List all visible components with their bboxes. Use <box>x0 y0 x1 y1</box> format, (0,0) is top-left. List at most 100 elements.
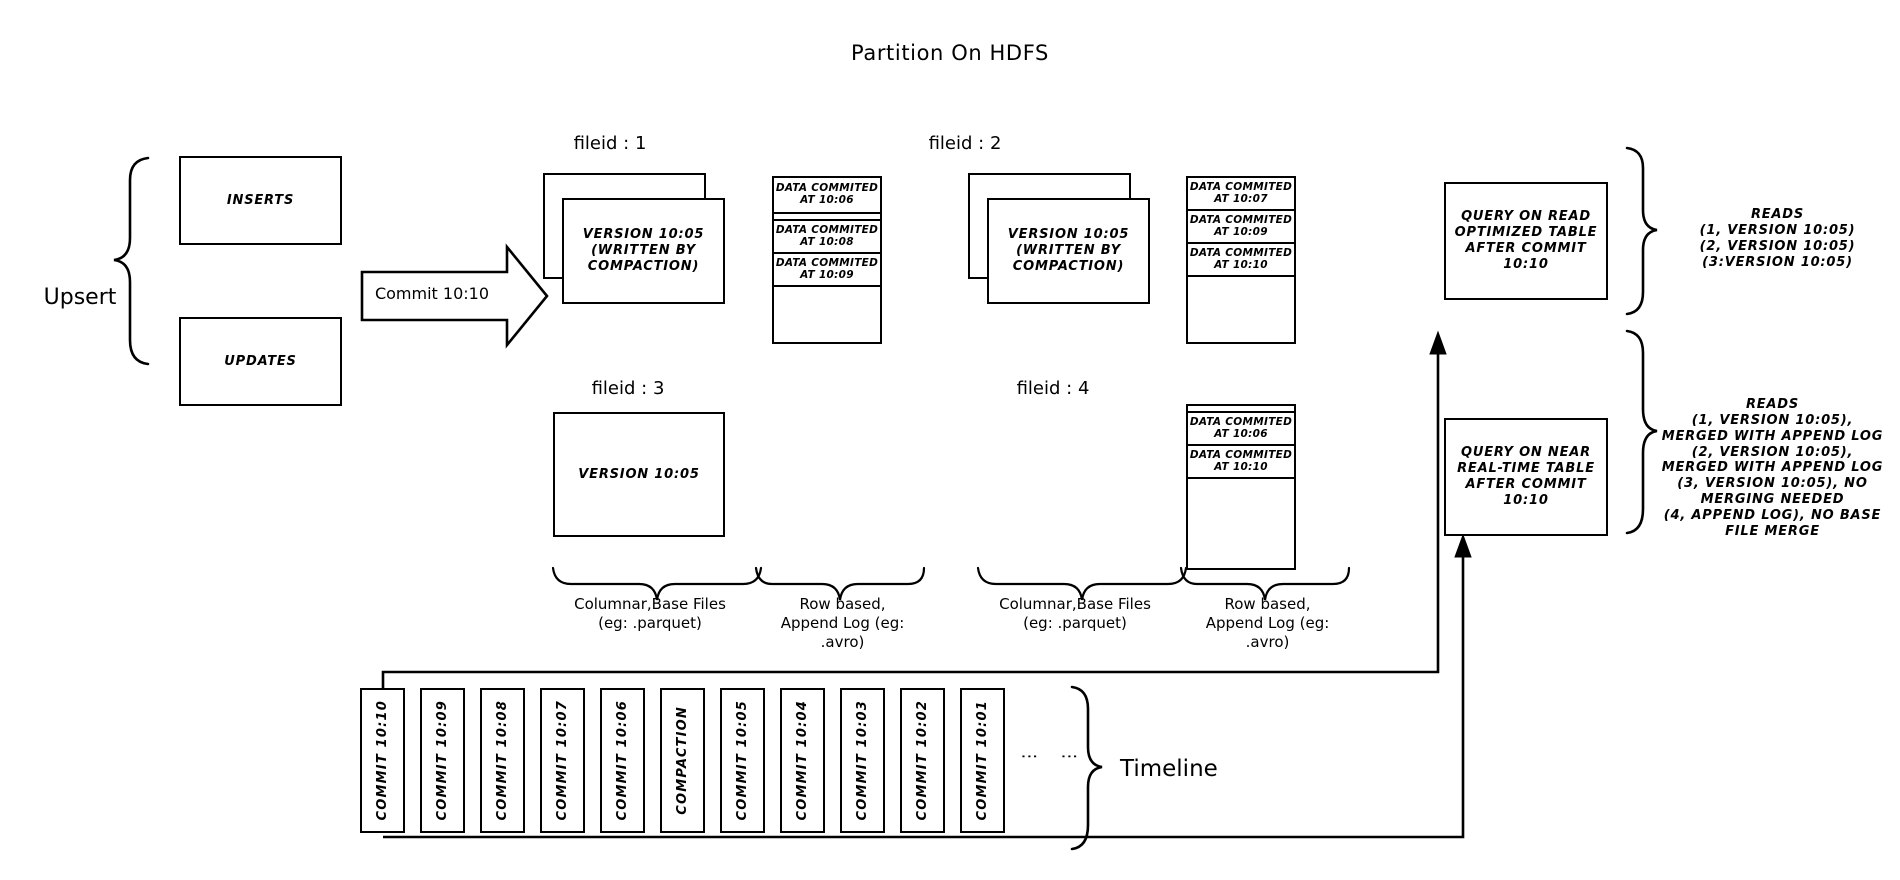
query-box-line: 10:10 <box>1503 492 1549 508</box>
timeline-card-label: COMMIT 10:10 <box>375 700 390 821</box>
log-entry: DATA COMMITED AT 10:07 <box>1188 178 1294 211</box>
timeline-card-label: COMMIT 10:08 <box>495 700 510 821</box>
log-entry: DATA COMMITED AT 10:09 <box>774 254 880 287</box>
caption-line: (eg: .parquet) <box>1023 613 1127 632</box>
log-gap <box>774 214 880 221</box>
arrow-head-read-optimized <box>1429 330 1447 355</box>
log-entry-line: DATA COMMITED <box>1189 246 1293 259</box>
connector-timeline-to-near-realtime <box>383 555 1465 839</box>
reads-near-realtime: READS (1, VERSION 10:05), MERGED WITH AP… <box>1645 397 1900 540</box>
fileid-2-base-file: VERSION 10:05 (WRITTEN BY COMPACTION) <box>987 198 1150 304</box>
timeline-card-label: COMMIT 10:06 <box>615 700 630 821</box>
timeline-card[interactable]: COMMIT 10:05 <box>720 688 765 833</box>
log-entry-line: AT 10:06 <box>800 194 854 206</box>
caption-base-files-2: Columnar,Base Files (eg: .parquet) <box>960 595 1190 633</box>
reads-line: FILE MERGE <box>1725 523 1820 539</box>
timeline-ellipsis: ⋮ <box>1019 748 1039 769</box>
caption-line: .avro) <box>820 632 865 651</box>
timeline-card-label: COMMIT 10:02 <box>915 700 930 821</box>
timeline-card-label: COMMIT 10:05 <box>735 700 750 821</box>
reads-line: (2, VERSION 10:05) <box>1699 238 1856 254</box>
timeline-card[interactable]: COMMIT 10:08 <box>480 688 525 833</box>
timeline-card[interactable]: COMMIT 10:06 <box>600 688 645 833</box>
log-entry: DATA COMMITED AT 10:10 <box>1188 244 1294 277</box>
base-files-brace-1 <box>551 566 763 601</box>
reads-line: READS <box>1750 207 1805 222</box>
log-entry-line: DATA COMMITED <box>775 223 879 236</box>
log-entry-line: DATA COMMITED <box>1189 448 1293 461</box>
timeline-card[interactable]: COMMIT 10:10 <box>360 688 405 833</box>
timeline-card[interactable]: COMMIT 10:07 <box>540 688 585 833</box>
log-entry-line: AT 10:09 <box>800 268 854 281</box>
reads-line: MERGING NEEDED <box>1700 492 1845 508</box>
log-entry: DATA COMMITED AT 10:10 <box>1188 446 1294 479</box>
timeline-label: Timeline <box>1120 756 1218 782</box>
fileid-1-label: fileid : 1 <box>573 133 647 154</box>
timeline-card[interactable]: COMMIT 10:04 <box>780 688 825 833</box>
base-file-line: COMPACTION) <box>587 258 700 274</box>
timeline-card-label: COMMIT 10:04 <box>795 700 810 821</box>
log-entry-line: AT 10:09 <box>1214 225 1268 238</box>
timeline-brace <box>1070 685 1103 851</box>
log-entry-line: AT 10:06 <box>1214 427 1268 440</box>
timeline-card[interactable]: COMMIT 10:02 <box>900 688 945 833</box>
timeline-card-label: COMPACTION <box>675 706 690 815</box>
reads-line: MERGED WITH APPEND LOG <box>1661 460 1884 476</box>
caption-append-log-1: Row based, Append Log (eg: .avro) <box>755 595 930 651</box>
upsert-label: Upsert <box>43 285 117 310</box>
query-box-line: QUERY ON READ <box>1461 209 1591 225</box>
fileid-4-log-file: DATA COMMITED AT 10:06 DATA COMMITED AT … <box>1186 404 1296 570</box>
timeline-card-label: COMMIT 10:07 <box>555 700 570 821</box>
commit-arrow <box>360 243 549 349</box>
query-box-line: 10:10 <box>1503 256 1549 272</box>
log-empty-space <box>1188 277 1294 340</box>
timeline-card-compaction[interactable]: COMPACTION <box>660 688 705 833</box>
updates-label: UPDATES <box>224 353 297 369</box>
reads-line: READS <box>1745 397 1800 412</box>
caption-line: .avro) <box>1245 632 1290 651</box>
log-entry-line: AT 10:10 <box>1214 460 1268 473</box>
query-near-realtime-box[interactable]: QUERY ON NEAR REAL-TIME TABLE AFTER COMM… <box>1444 418 1608 536</box>
timeline-card[interactable]: COMMIT 10:09 <box>420 688 465 833</box>
reads-line: (3:VERSION 10:05) <box>1702 254 1853 270</box>
append-log-brace-1 <box>754 566 926 601</box>
caption-line: Append Log (eg: <box>1205 613 1330 632</box>
fileid-4-label: fileid : 4 <box>1016 378 1090 399</box>
log-entry: DATA COMMITED AT 10:08 <box>774 221 880 254</box>
timeline-card[interactable]: COMMIT 10:01 <box>960 688 1005 833</box>
updates-box: UPDATES <box>179 317 342 406</box>
base-file-line: VERSION 10:05 <box>578 466 700 482</box>
reads-brace-2 <box>1625 329 1658 535</box>
log-entry: DATA COMMITED AT 10:09 <box>1188 211 1294 244</box>
inserts-box: INSERTS <box>179 156 342 245</box>
log-empty-space <box>1188 479 1294 568</box>
caption-line: (eg: .parquet) <box>598 613 702 632</box>
log-entry-line: AT 10:07 <box>1214 192 1268 205</box>
log-entry-line: AT 10:10 <box>1214 258 1268 271</box>
reads-line: (3, VERSION 10:05), NO <box>1677 476 1868 492</box>
query-box-line: QUERY ON NEAR <box>1461 445 1591 461</box>
timeline-card-label: COMMIT 10:09 <box>435 700 450 821</box>
base-file-line: VERSION 10:05 <box>1007 227 1130 243</box>
timeline-card-label: COMMIT 10:03 <box>855 700 870 821</box>
caption-line: Row based, <box>1224 595 1311 613</box>
log-empty-space <box>774 287 880 343</box>
caption-base-files-1: Columnar,Base Files (eg: .parquet) <box>535 595 765 633</box>
query-box-line: AFTER COMMIT <box>1465 241 1587 256</box>
query-box-line: OPTIMIZED TABLE <box>1454 225 1598 241</box>
append-log-brace-2 <box>1179 566 1351 601</box>
timeline-card[interactable]: COMMIT 10:03 <box>840 688 885 833</box>
log-entry-line: DATA COMMITED <box>1189 180 1293 193</box>
reads-line: (2, VERSION 10:05), <box>1691 444 1854 460</box>
reads-line: (1, VERSION 10:05), <box>1691 412 1854 428</box>
arrow-head-near-realtime <box>1454 533 1472 558</box>
upsert-brace <box>113 156 150 366</box>
base-files-brace-2 <box>976 566 1188 601</box>
page-title: Partition On HDFS <box>851 41 1049 65</box>
log-entry-line: DATA COMMITED <box>775 256 879 269</box>
connector-timeline-to-read-optimized <box>381 352 1440 688</box>
log-entry-line: DATA COMMITED <box>775 182 879 195</box>
query-read-optimized-box[interactable]: QUERY ON READ OPTIMIZED TABLE AFTER COMM… <box>1444 182 1608 300</box>
